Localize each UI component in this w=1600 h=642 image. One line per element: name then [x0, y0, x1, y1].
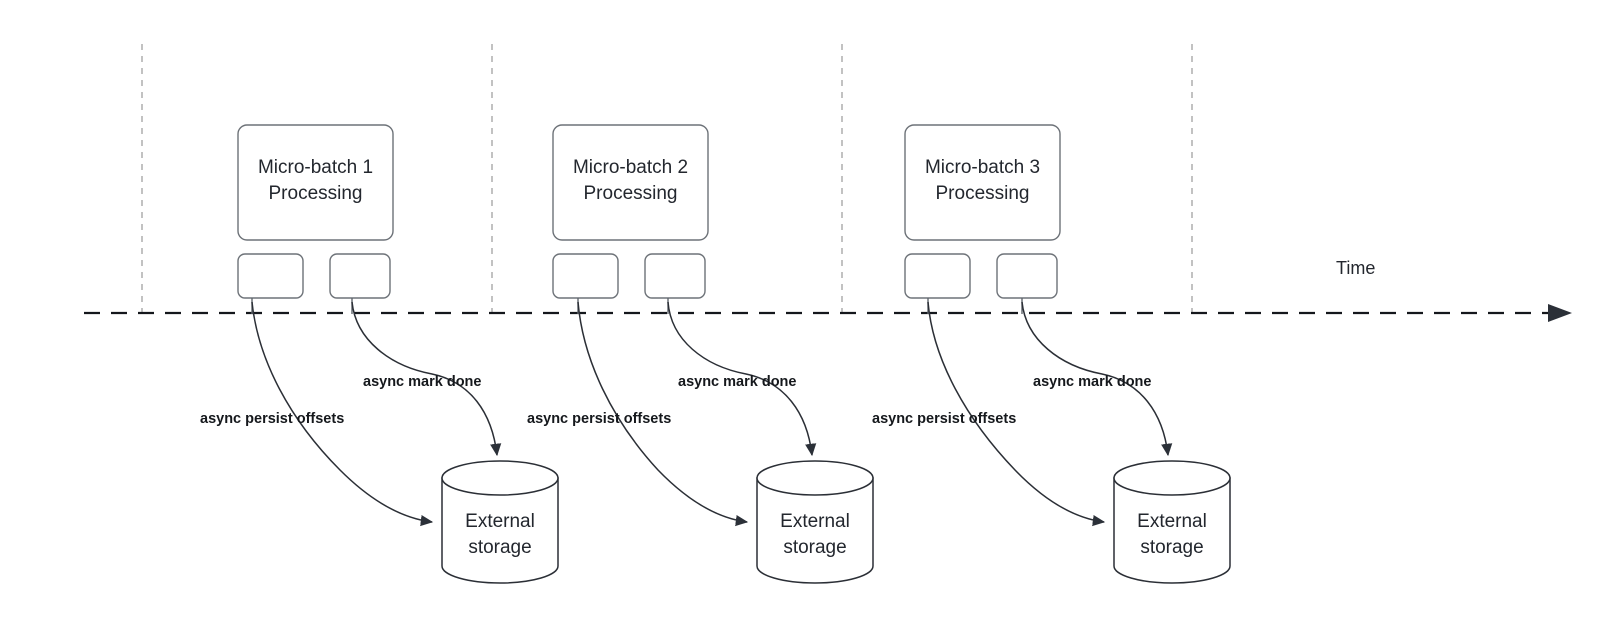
time-axis: Time — [84, 258, 1572, 322]
batch-3-external-storage-cylinder[interactable]: External storage — [1113, 460, 1231, 584]
batch-1-storage-label-line1: External — [465, 511, 535, 532]
batch-3-storage-label-line2: storage — [1140, 537, 1203, 558]
batch-2-async-persist-offsets-label: async persist offsets — [527, 411, 671, 427]
batch-2-storage-body — [756, 477, 874, 584]
batch-2-persist-offsets-task-box[interactable] — [552, 253, 619, 299]
batch-2-storage-label-line2: storage — [783, 537, 846, 558]
micro-batch-2-label-line1: Micro-batch 2 — [573, 157, 688, 178]
batch-1-external-storage-cylinder[interactable]: External storage — [441, 460, 559, 584]
micro-batch-3-label-line2: Processing — [936, 183, 1030, 204]
batch-1-storage-body — [441, 477, 559, 584]
batch-1-storage-label-line2: storage — [468, 537, 531, 558]
batch-1-storage-top — [441, 460, 559, 496]
batch-3-storage-label-line1: External — [1137, 511, 1207, 532]
batch-3-async-mark-done-edge — [1021, 301, 1173, 457]
batch-2-async-mark-done-label: async mark done — [678, 374, 796, 390]
micro-batch-1-box[interactable] — [237, 124, 394, 241]
micro-batch-1-label-line2: Processing — [269, 183, 363, 204]
batch-group-2: Micro-batch 2 Processing async persist o… — [527, 124, 874, 584]
batch-2-async-mark-done-edge — [667, 301, 817, 457]
batch-1-async-persist-offsets-label: async persist offsets — [200, 411, 344, 427]
batch-3-persist-offsets-task-box[interactable] — [904, 253, 971, 299]
batch-1-async-mark-done-edge — [351, 301, 502, 457]
batch-3-async-persist-offsets-edge — [927, 301, 1106, 527]
time-axis-label: Time — [1336, 258, 1375, 278]
batch-1-persist-offsets-task-box[interactable] — [237, 253, 304, 299]
batch-1-mark-done-task-box[interactable] — [329, 253, 391, 299]
batch-2-mark-done-task-box[interactable] — [644, 253, 706, 299]
batch-3-mark-done-task-box[interactable] — [996, 253, 1058, 299]
batch-group-1: Micro-batch 1 Processing async persist o… — [200, 124, 559, 584]
batch-2-external-storage-cylinder[interactable]: External storage — [756, 460, 874, 584]
batch-2-async-persist-offsets-edge — [577, 301, 749, 527]
batch-1-async-persist-offsets-edge — [251, 301, 434, 527]
micro-batch-2-box[interactable] — [552, 124, 709, 241]
batch-3-async-persist-offsets-label: async persist offsets — [872, 411, 1016, 427]
time-axis-arrowhead — [1548, 304, 1572, 322]
batch-3-storage-body — [1113, 477, 1231, 584]
batch-2-storage-top — [756, 460, 874, 496]
batch-3-async-mark-done-label: async mark done — [1033, 374, 1151, 390]
batch-2-storage-label-line1: External — [780, 511, 850, 532]
micro-batch-2-label-line2: Processing — [584, 183, 678, 204]
batch-group-3: Micro-batch 3 Processing async persist o… — [872, 124, 1231, 584]
micro-batch-3-label-line1: Micro-batch 3 — [925, 157, 1040, 178]
batch-3-storage-top — [1113, 460, 1231, 496]
micro-batch-3-box[interactable] — [904, 124, 1061, 241]
batch-boundary-ticks — [141, 44, 1193, 320]
micro-batch-1-label-line1: Micro-batch 1 — [258, 157, 373, 178]
batch-1-async-mark-done-label: async mark done — [363, 374, 481, 390]
